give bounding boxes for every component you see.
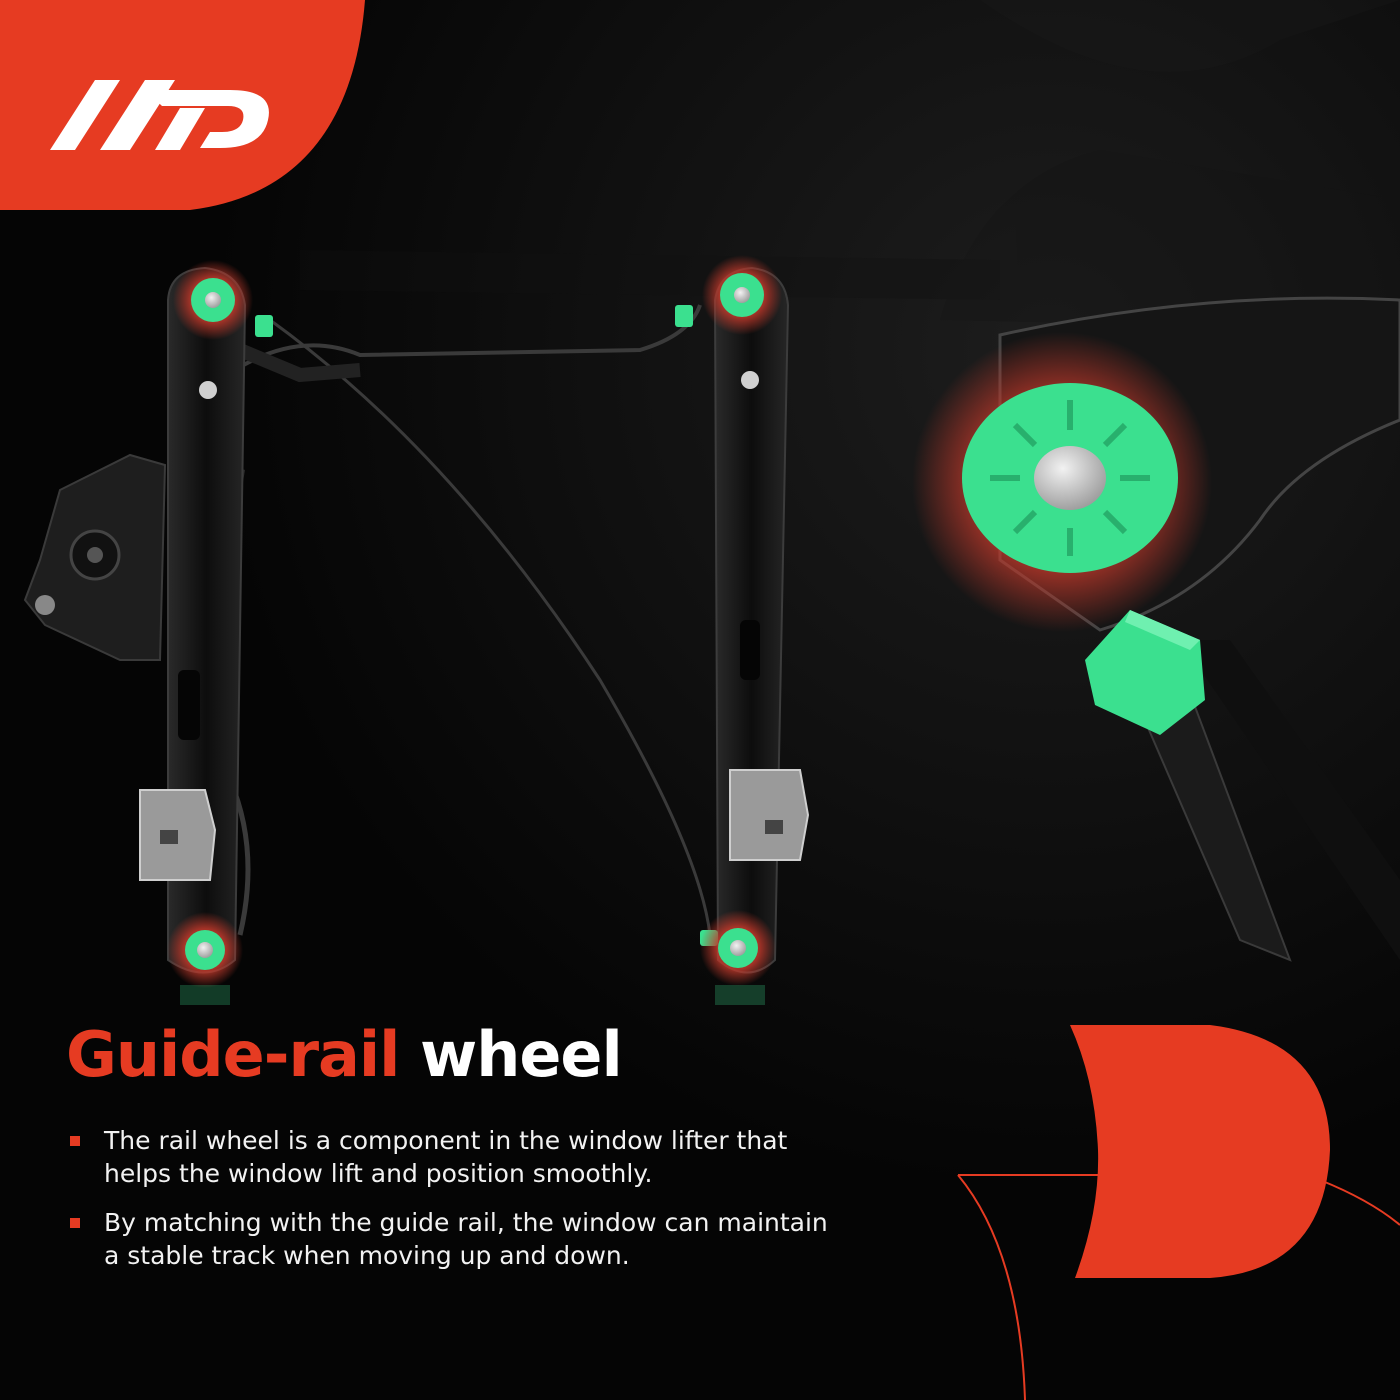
feature-bullet-list: The rail wheel is a component in the win… xyxy=(70,1124,850,1288)
bullet-text: The rail wheel is a component in the win… xyxy=(104,1126,788,1188)
a-premium-logo-icon xyxy=(50,80,269,150)
heading-accent-text: Guide-rail xyxy=(66,1018,400,1091)
feature-heading: Guide-rail wheel xyxy=(66,1018,623,1091)
guide-wheel-top-left xyxy=(173,260,253,340)
right-guide-rail xyxy=(675,266,810,974)
bullet-item: The rail wheel is a component in the win… xyxy=(70,1124,850,1190)
logo-badge xyxy=(0,0,365,210)
wheel-spokes xyxy=(990,400,1150,556)
guide-wheel-bottom-right xyxy=(700,910,776,986)
floor-reflection xyxy=(180,985,765,1005)
car-interior-backdrop xyxy=(300,0,1400,330)
bullet-text: By matching with the guide rail, the win… xyxy=(104,1208,828,1270)
heading-plain-text: wheel xyxy=(419,1018,623,1091)
window-regulator xyxy=(23,255,810,1005)
cable-end-fitting xyxy=(1085,610,1205,735)
bullet-item: By matching with the guide rail, the win… xyxy=(70,1206,850,1272)
decorative-d-shape xyxy=(957,1025,1400,1400)
bullet-square-icon xyxy=(70,1136,80,1146)
guide-wheel-top-right xyxy=(702,255,782,335)
guide-wheel-bottom-left xyxy=(167,912,243,988)
bullet-square-icon xyxy=(70,1218,80,1228)
wheel-closeup xyxy=(912,296,1400,962)
wheel-hub-cap xyxy=(1034,446,1106,510)
